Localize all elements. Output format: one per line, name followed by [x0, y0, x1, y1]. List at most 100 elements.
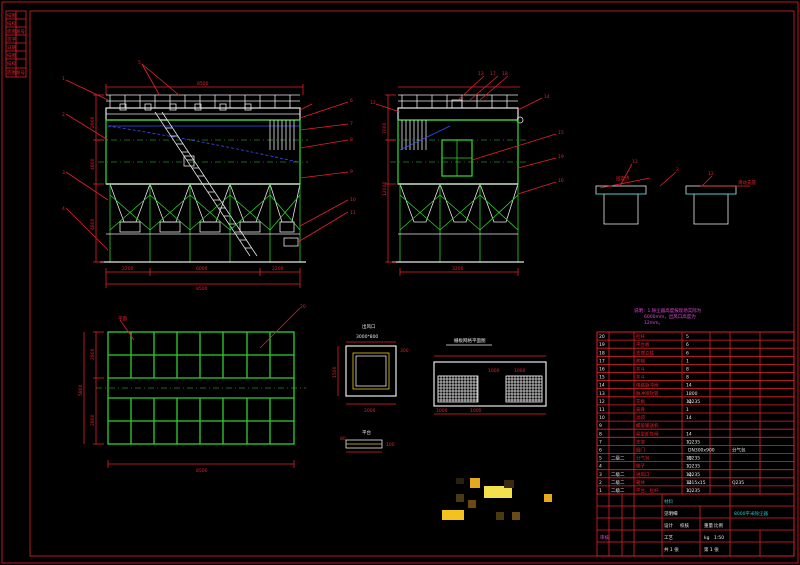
grate-mesh-detail: 栅板网格平面图 1000 1000 1000 1000 — [433, 337, 547, 415]
small-detail-dim-2: 100 — [386, 442, 395, 448]
grate-dim-1: 1000 — [436, 408, 448, 414]
table-cell-qty: 8 — [686, 367, 689, 373]
table-cell-note: Q235 — [732, 480, 744, 486]
small-detail-title: 平台 — [362, 429, 371, 436]
tb-process-label: 工艺 — [664, 535, 673, 541]
tb-sheet-total: 共 1 张 — [664, 546, 679, 553]
table-cell-qty: 6 — [686, 350, 689, 356]
table-cell-qty: 14 — [686, 480, 692, 486]
strip-label-2: 描校 — [7, 20, 16, 27]
front-callout-2: 2 — [62, 112, 65, 118]
table-cell-qty: 1 — [686, 464, 689, 470]
table-cell-name: 灰斗 — [636, 374, 645, 381]
table-cell-mat: DN300x900 — [688, 448, 715, 454]
table-cell-no: 19 — [599, 342, 605, 348]
table-cell-qty: 1 — [686, 488, 689, 494]
table-cell-qty: 18 — [686, 456, 692, 462]
table-cell-qty: 14 — [686, 472, 692, 478]
strip-label-6: 描图 — [7, 52, 16, 59]
table-cell-no: 6 — [599, 448, 602, 454]
table-cell-qty: 8 — [686, 375, 689, 381]
notes-line-2: 6000mm，出风口高度为 — [644, 313, 696, 320]
side-bottom-dim: 3200 — [452, 266, 464, 272]
table-cell-qty: 1800 — [686, 391, 698, 397]
table-cell-no: 9 — [599, 423, 602, 429]
table-cell-code: 二级二 — [611, 471, 625, 478]
table-cell-no: 1 — [599, 488, 602, 494]
front-callout-4: 4 — [62, 206, 65, 212]
left-binding-strip: 描图 描校 底图总号 签字 日期 描图 描校 底图总号 — [5, 10, 27, 78]
strip-label-8: 底图总号 — [7, 69, 25, 76]
strip-label-1: 描图 — [7, 12, 16, 19]
tb-scale-value: 1:50 — [714, 535, 724, 541]
table-cell-qty: 14 — [686, 415, 692, 421]
detail-b-label: 滑动支座 — [738, 179, 756, 186]
table-cell-mat: Q235 — [688, 488, 700, 494]
front-left-dim-2: 4800 — [90, 158, 96, 170]
plan-bottom-dim: 8500 — [196, 468, 208, 474]
table-cell-name: 支撑立柱 — [636, 349, 654, 356]
tb-drawing-title: 8000平米除尘器 — [734, 510, 768, 517]
table-cell-no: 4 — [599, 464, 602, 470]
sheet-inner-border — [29, 10, 795, 557]
table-cell-name: 爬梯 — [636, 357, 645, 364]
side-callout-12: 12 — [370, 100, 376, 106]
table-cell-no: 16 — [599, 367, 605, 373]
front-callout-8: 8 — [350, 137, 353, 143]
table-cell-qty: 1 — [686, 407, 689, 413]
front-overall-dim: 8500 — [196, 286, 208, 292]
table-cell-code: 二级二 — [611, 479, 625, 486]
notes-line-1: 说明：1.除尘器高度按现场实际为 — [634, 307, 702, 314]
outlet-detail: 出风口 3000*800 2000 1500 300 — [332, 323, 409, 414]
detail-callout-13: 13 — [632, 159, 638, 165]
table-cell-name: 支架 — [636, 438, 645, 445]
tb-material-label: 材料 — [664, 498, 673, 505]
tb-scale-label: 比例 — [714, 522, 723, 529]
table-cell-name: 花板 — [636, 398, 645, 405]
plan-callout-tl: 平面 — [118, 316, 127, 322]
tb-material-value: 见明细 — [664, 510, 678, 517]
side-callout-15: 15 — [558, 130, 564, 136]
table-cell-no: 10 — [599, 415, 605, 421]
table-cell-no: 11 — [599, 407, 605, 413]
side-left-dim-1: 7000 — [382, 122, 388, 134]
front-callout-11: 11 — [350, 210, 356, 216]
detail-callout-2: 2 — [676, 167, 679, 173]
table-cell-no: 18 — [599, 350, 605, 356]
plan-left-dim-1: 2800 — [90, 348, 96, 360]
table-cell-qty: 5 — [686, 334, 689, 340]
table-cell-code: 二级二 — [611, 487, 625, 494]
front-bottom-dim-1: 2200 — [122, 266, 134, 272]
small-detail-dim-1: 80 — [340, 436, 346, 442]
table-cell-name: 梯子 — [636, 463, 645, 470]
tb-approve-label: 审核 — [600, 534, 609, 541]
outlet-title: 出风口 — [362, 323, 376, 330]
mesh-left — [437, 375, 478, 402]
grate-dim-3: 1000 — [488, 368, 500, 374]
tb-checker-label: 校核 — [680, 522, 689, 529]
table-cell-mat: D15x15 — [688, 480, 706, 486]
table-cell-no: 2 — [599, 480, 602, 486]
plan-view: 8500 2800 2800 5800 平面 20 — [78, 304, 306, 474]
strip-label-4: 签字 — [7, 36, 16, 43]
support-details: 固定点 滑动支座 13 2 12 — [595, 159, 756, 225]
table-cell-mat: Q235 — [688, 472, 700, 478]
notes-line-3: 12mm。 — [644, 320, 663, 326]
strip-label-7: 描校 — [7, 60, 16, 67]
front-callout-6: 6 — [350, 98, 353, 104]
table-cell-no: 20 — [599, 334, 605, 340]
tb-sheet-no: 第 1 张 — [704, 546, 719, 553]
side-callout-17: 17 — [490, 71, 496, 77]
table-cell-mat: Q235 — [688, 439, 700, 445]
drawing-notes: 说明：1.除尘器高度按现场实际为 6000mm，出风口高度为 12mm。 — [634, 307, 702, 326]
table-cell-name: 分气包 — [636, 455, 650, 462]
grate-dim-2: 1000 — [470, 408, 482, 414]
table-cell-qty: 1 — [686, 439, 689, 445]
table-cell-name: 电磁脉冲阀 — [636, 382, 659, 389]
table-cell-name: 平台、栏杆 — [636, 487, 659, 494]
outlet-dim-3: 300 — [400, 348, 409, 354]
side-callout-19: 19 — [558, 154, 564, 160]
table-cell-no: 12 — [599, 399, 605, 405]
plan-left-dim-3: 5800 — [78, 384, 84, 396]
